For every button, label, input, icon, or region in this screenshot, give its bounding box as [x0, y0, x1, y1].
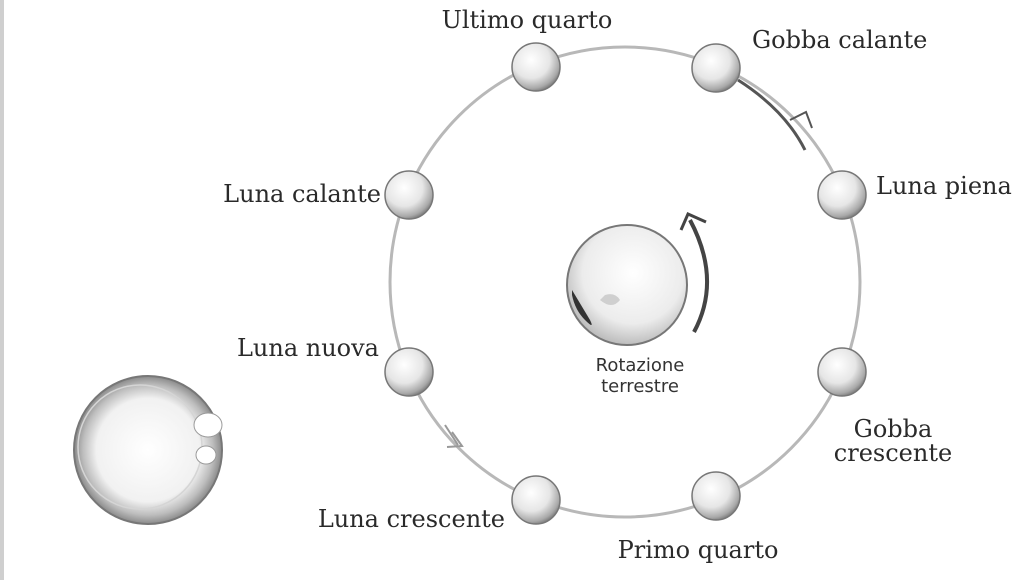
moon-gobba-calante-icon	[691, 43, 741, 93]
moon-orbit	[388, 45, 862, 519]
label-luna-piena: Luna piena	[876, 172, 1012, 200]
earth-label-line2: terrestre	[601, 376, 679, 397]
sun-illustration	[73, 375, 223, 525]
moon-gobba-crescente-icon	[817, 347, 867, 397]
orbit-direction-arrow-bottom-left	[444, 424, 464, 448]
label-primo-quarto: Primo quarto	[618, 536, 779, 564]
earth-globe	[566, 224, 688, 346]
label-luna-nuova: Luna nuova	[237, 334, 379, 362]
orbit-direction-arrow-top-right	[737, 78, 813, 151]
moon-ultimo-quarto-icon	[511, 42, 561, 92]
moon-primo-quarto-icon	[691, 471, 741, 521]
label-luna-calante: Luna calante	[223, 180, 381, 208]
label-gobba-crescente-line1: Gobba	[854, 415, 933, 443]
label-gobba-calante: Gobba calante	[752, 26, 927, 54]
earth-label-line1: Rotazione	[596, 355, 685, 376]
moon-luna-nuova-icon	[384, 347, 434, 397]
moon-luna-crescente-icon	[511, 475, 561, 525]
label-luna-crescente: Luna crescente	[318, 505, 505, 533]
left-border	[0, 0, 4, 580]
label-gobba-crescente-line2: crescente	[834, 439, 952, 467]
earth-rotation-arrow	[679, 212, 709, 333]
moon-luna-piena-icon	[817, 170, 867, 220]
moon-luna-calante-icon	[384, 170, 434, 220]
label-ultimo-quarto: Ultimo quarto	[442, 6, 613, 34]
